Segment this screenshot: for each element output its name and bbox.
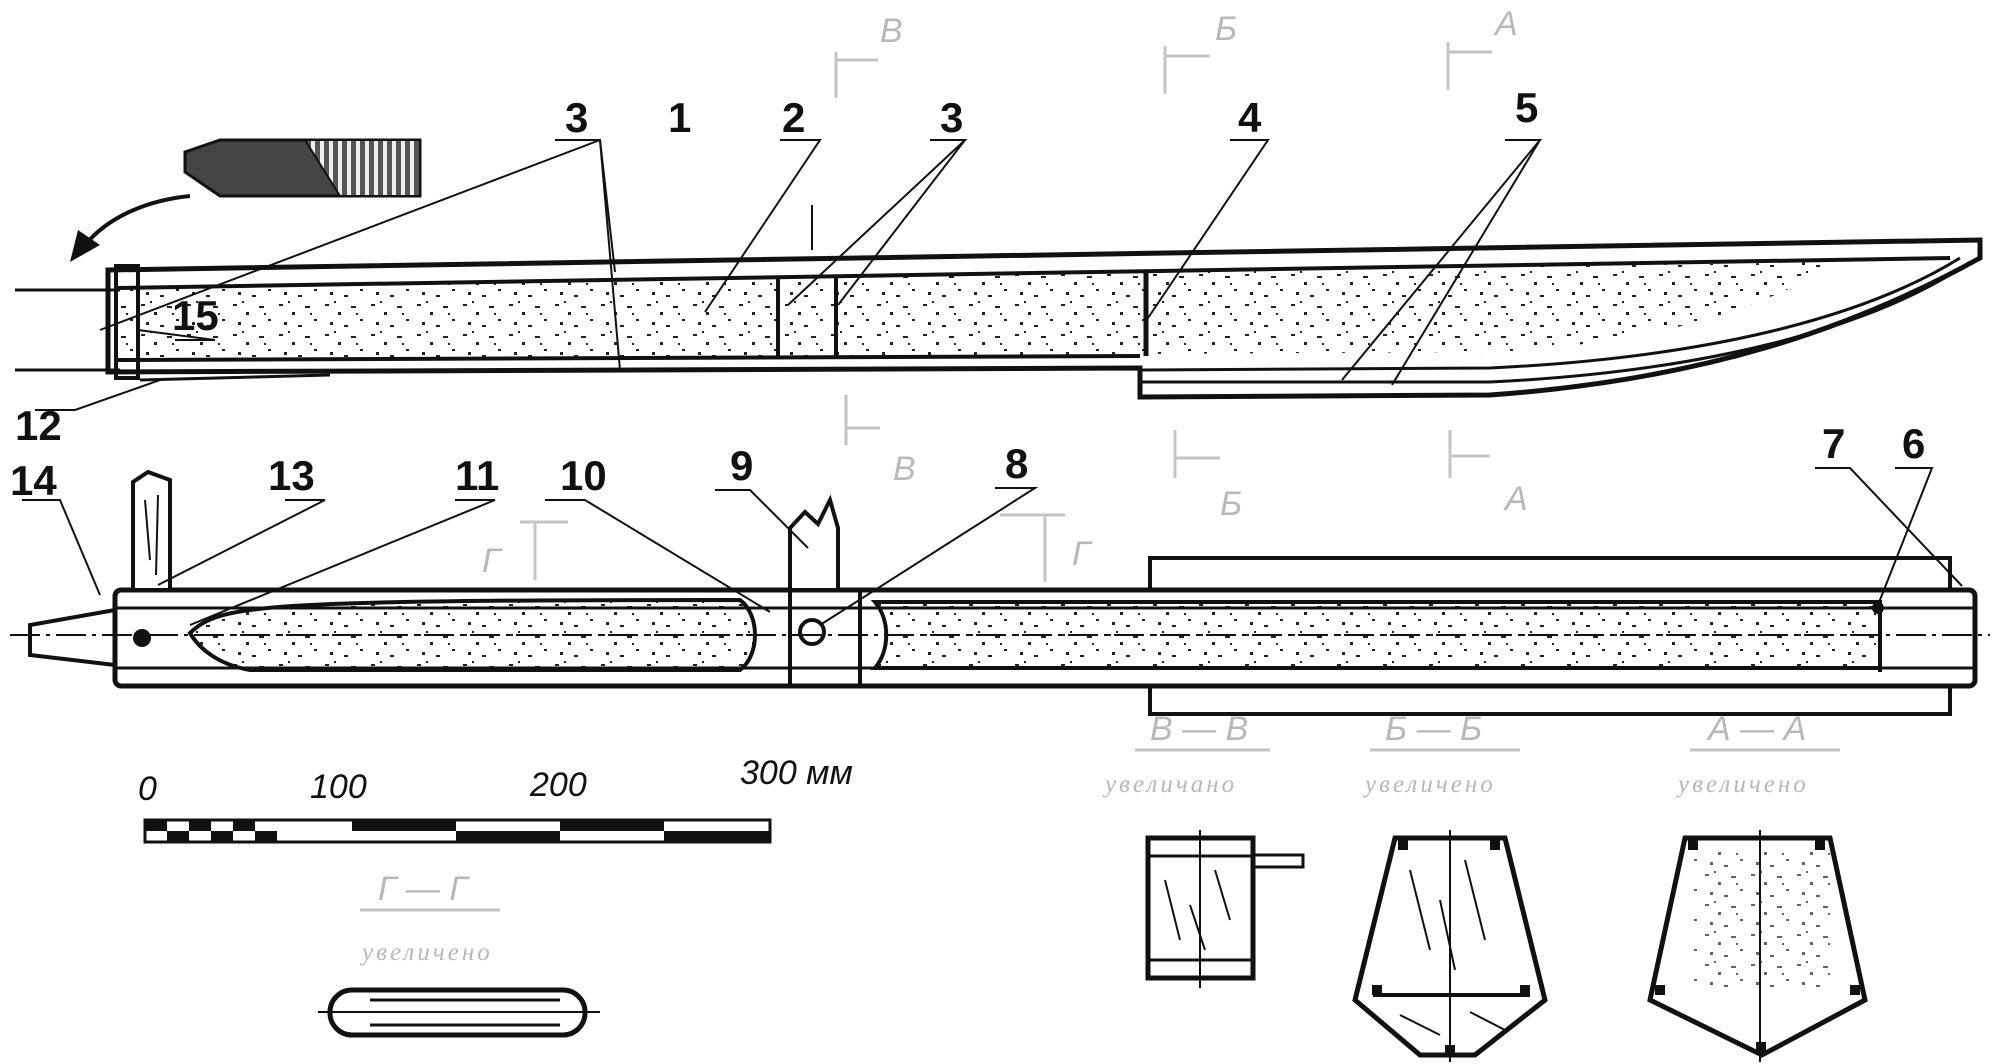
- section-g-g: Г — Г увеличено: [318, 870, 600, 1038]
- label-7: 7: [1822, 420, 1845, 467]
- label-9: 9: [730, 442, 753, 489]
- leader-lines: [22, 139, 1963, 626]
- section-a-a: А — А увеличено: [1647, 710, 1868, 1062]
- section-a-a-title: А — А: [1706, 710, 1806, 748]
- section-g-g-subtitle: увеличено: [359, 939, 493, 966]
- section-mark-g-right: Г: [1072, 535, 1093, 573]
- label-4: 4: [1238, 94, 1262, 141]
- label-14: 14: [10, 457, 57, 504]
- section-b-b-subtitle: увеличено: [1362, 771, 1496, 798]
- section-b-b-title: Б — Б: [1385, 710, 1482, 748]
- grid-sheet-inset: [70, 138, 422, 262]
- section-mark-v-bot: В: [893, 450, 916, 488]
- section-mark-b-bot: Б: [1220, 485, 1242, 523]
- label-8: 8: [1005, 440, 1028, 487]
- label-10: 10: [560, 452, 607, 499]
- label-3-right: 3: [940, 94, 963, 141]
- section-mark-a-bot: А: [1503, 480, 1528, 518]
- section-v-v-subtitle: увеличано: [1102, 771, 1237, 798]
- label-2: 2: [782, 94, 805, 141]
- scale-bar: 0 100 200 300 мм: [138, 754, 853, 844]
- part-number-labels: 3 1 2 3 4 5 15 12 14 13 11 10 9 8 7 6: [10, 84, 1925, 504]
- section-g-g-title: Г — Г: [378, 870, 470, 908]
- section-mark-a-top: А: [1493, 5, 1518, 43]
- label-3-left: 3: [565, 94, 588, 141]
- label-11: 11: [455, 452, 499, 499]
- section-markers: В Б А В Б А Г Г: [482, 5, 1528, 582]
- side-view: [15, 205, 1983, 400]
- section-v-v-title: В — В: [1150, 710, 1248, 748]
- label-6: 6: [1902, 420, 1925, 467]
- label-12: 12: [15, 402, 62, 449]
- section-a-a-subtitle: увеличено: [1675, 771, 1809, 798]
- scale-label-300: 300 мм: [740, 754, 853, 792]
- section-mark-v-top: В: [880, 12, 903, 50]
- scale-label-0: 0: [138, 770, 157, 808]
- label-15: 15: [172, 292, 219, 339]
- label-13: 13: [268, 452, 315, 499]
- label-5: 5: [1515, 84, 1538, 131]
- section-v-v: В — В увеличано: [1102, 710, 1305, 988]
- section-mark-b-top: Б: [1215, 10, 1237, 48]
- scale-label-100: 100: [310, 768, 367, 806]
- section-mark-g-left: Г: [482, 542, 503, 580]
- scale-label-200: 200: [529, 766, 587, 804]
- label-1: 1: [668, 94, 691, 141]
- section-b-b: Б — Б увеличено: [1352, 710, 1548, 1062]
